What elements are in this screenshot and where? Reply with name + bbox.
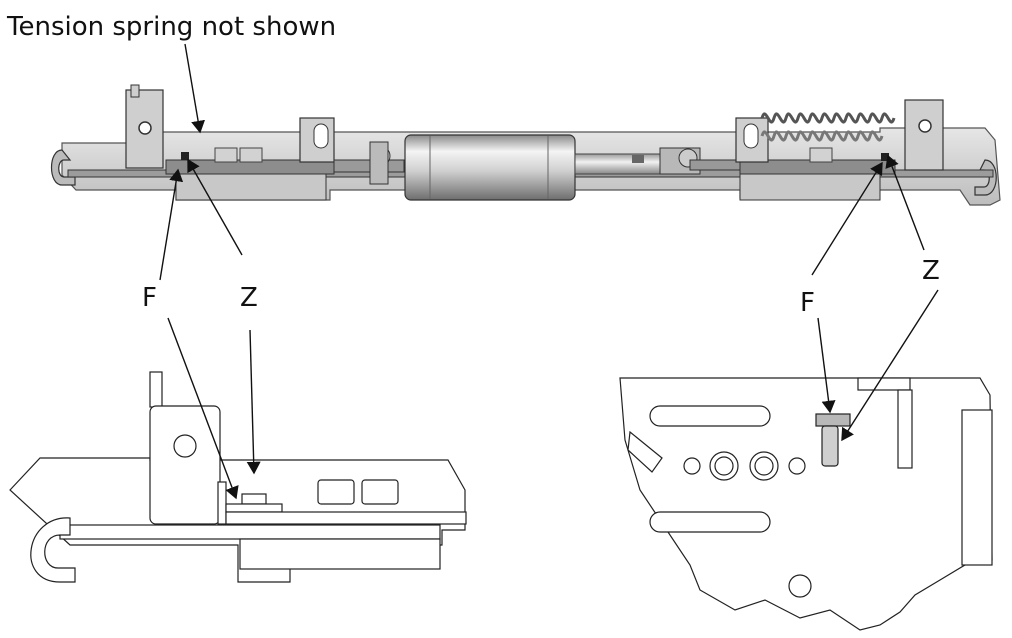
left-block-a [214, 147, 238, 163]
left-detail-post [217, 481, 227, 525]
label-f-right: F [800, 288, 815, 318]
piston-rod [574, 153, 666, 175]
detail-z-leader [246, 329, 261, 475]
right-detail-z-pin [821, 425, 839, 467]
right-detail-leaders [817, 289, 939, 442]
right-detail-hole-1 [683, 457, 701, 475]
detail-f-leader [167, 317, 239, 500]
left-detail-block-a [317, 479, 355, 505]
left-detail-shim [225, 503, 283, 513]
top-assembly-view [50, 84, 1001, 206]
left-bracket-hole [138, 121, 152, 135]
right-bracket [904, 99, 944, 171]
right-detail-top-block [857, 377, 911, 391]
left-detail-hole [173, 434, 197, 458]
right-upright-slot [743, 123, 759, 149]
right-detail-hole-2-inner [714, 456, 734, 476]
top-leader-lines [159, 43, 925, 281]
right-detail-view [619, 377, 993, 631]
detail-right-z-leader [841, 289, 939, 442]
left-clevis [369, 141, 389, 185]
label-z-right: Z [922, 256, 940, 286]
right-detail-slot-top [649, 405, 771, 427]
rod-marker [632, 155, 644, 163]
left-z-leader [187, 158, 243, 256]
right-detail-hole-5 [788, 574, 812, 598]
right-detail-hole-3-inner [754, 456, 774, 476]
left-detail-carriage [239, 538, 441, 570]
right-detail-side-plate [961, 409, 993, 566]
label-z-left: Z [240, 283, 258, 313]
right-detail-upright [897, 389, 913, 469]
left-detail-hook [30, 517, 76, 583]
right-bracket-hole [918, 119, 932, 133]
right-carriage [739, 173, 881, 201]
left-upright-slot [313, 123, 329, 149]
left-detail-block-b [361, 479, 399, 505]
left-carriage [175, 173, 327, 201]
left-f-leader [159, 168, 184, 281]
right-detail-hole-4 [788, 457, 806, 475]
left-pin [181, 152, 189, 160]
tension-spring [760, 112, 896, 142]
spring-note-leader [184, 43, 206, 134]
right-detail-slot-bottom [649, 511, 771, 533]
right-z-leader [885, 154, 925, 251]
left-block-b [239, 147, 263, 163]
right-detail-f-part [815, 413, 851, 427]
left-detail-rail [59, 524, 441, 540]
right-f-leader [811, 161, 883, 276]
left-detail-plate [225, 511, 467, 525]
left-detail-pin-head [241, 493, 267, 505]
tension-spring-note: Tension spring not shown [7, 12, 337, 42]
left-bracket-tab [130, 84, 140, 98]
right-detail-lever [627, 430, 663, 473]
left-detail-leaders [167, 317, 261, 500]
left-detail-tab [149, 371, 163, 408]
right-pin [881, 153, 889, 161]
left-detail-bracket [149, 405, 221, 525]
left-detail-view [9, 371, 467, 583]
label-f-left: F [142, 283, 157, 313]
right-block [809, 147, 833, 163]
left-link [333, 159, 405, 173]
detail-right-f-leader [817, 317, 836, 414]
